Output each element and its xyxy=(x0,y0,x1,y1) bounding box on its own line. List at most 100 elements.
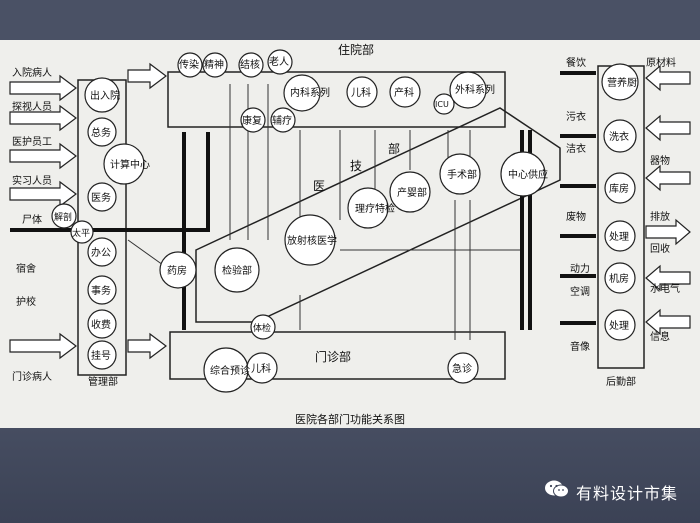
label-水电气: 水电气 xyxy=(650,282,680,295)
unit-circle xyxy=(70,220,94,244)
label-音像: 音像 xyxy=(570,340,590,353)
unit-circle xyxy=(250,314,276,340)
label-库房: 库房 xyxy=(609,182,629,195)
label-产婴部: 产婴部 xyxy=(397,186,427,199)
label-机房: 机房 xyxy=(609,272,629,285)
label-结核: 结核 xyxy=(240,58,260,71)
unit-circle xyxy=(604,309,636,341)
label-综合预诊: 综合预诊 xyxy=(210,364,250,377)
right-arrows xyxy=(645,64,691,336)
label-理疗特检: 理疗特检 xyxy=(355,202,395,215)
medtech-char-1: 部 xyxy=(388,141,400,156)
inpatient-title: 住院部 xyxy=(338,42,374,57)
label-手术部: 手术部 xyxy=(447,168,477,181)
hospital-relationship-diagram: 住院部 门诊部 部 技 医 管理部 后勤部 xyxy=(9,42,691,426)
label-收费: 收费 xyxy=(91,318,111,331)
label-老人: 老人 xyxy=(269,55,289,68)
label-动力: 动力 xyxy=(570,262,590,275)
wechat-icon xyxy=(545,480,569,498)
label-出入院: 出入院 xyxy=(90,89,120,102)
outpatient-title: 门诊部 xyxy=(315,349,351,364)
label-污衣: 污衣 xyxy=(566,110,586,123)
unit-circle xyxy=(240,107,266,133)
label-门诊病人: 门诊病人 xyxy=(12,370,52,383)
label-儿科: 儿科 xyxy=(351,86,371,99)
label-解剖: 解剖 xyxy=(54,211,72,223)
label-中心供应: 中心供应 xyxy=(508,168,548,181)
label-原材料: 原材料 xyxy=(646,56,676,69)
outpatient-box xyxy=(169,331,506,380)
unit-circle xyxy=(284,214,336,266)
unit-circle xyxy=(449,71,487,109)
label-放射核医学: 放射核医学 xyxy=(287,234,337,247)
label-废物: 废物 xyxy=(566,210,586,223)
diagram-scan: 住院部 门诊部 部 技 医 管理部 后勤部 xyxy=(0,40,700,428)
label-产科: 产科 xyxy=(394,86,414,99)
unit-circle xyxy=(604,172,636,204)
label-探视人员: 探视人员 xyxy=(12,100,52,113)
unit-circle xyxy=(87,309,117,339)
unit-circle xyxy=(84,77,120,113)
unit-circle xyxy=(389,171,431,213)
slide-bottom-band xyxy=(0,428,700,523)
unit-circle xyxy=(87,340,117,370)
unit-circle xyxy=(604,220,636,252)
medtech-char-3: 医 xyxy=(313,179,325,193)
inpatient-box xyxy=(167,71,506,128)
unit-circle xyxy=(267,49,293,75)
label-处理-2: 处理 xyxy=(609,320,629,332)
label-尸体: 尸体 xyxy=(22,214,42,226)
unit-circle xyxy=(87,275,117,305)
unit-circle xyxy=(159,251,197,289)
label-事务: 事务 xyxy=(91,284,111,297)
label-处理-1: 处理 xyxy=(609,231,629,243)
unit-circle xyxy=(270,107,296,133)
label-医护员工: 医护员工 xyxy=(12,135,52,148)
unit-circle xyxy=(604,262,636,294)
unit-circle xyxy=(347,187,389,229)
unit-circle xyxy=(103,143,145,185)
label-检验部: 检验部 xyxy=(222,264,252,277)
label-营养厨: 营养厨 xyxy=(607,76,637,89)
label-传染: 传染 xyxy=(179,58,199,71)
label-挂号: 挂号 xyxy=(91,349,111,362)
label-入院病人: 入院病人 xyxy=(12,66,52,79)
label-餐饮: 餐饮 xyxy=(566,56,586,69)
label-办公: 办公 xyxy=(91,246,111,259)
label-门诊儿科: 儿科 xyxy=(251,362,271,375)
slide-top-band xyxy=(0,0,700,40)
thin-connectors xyxy=(127,84,520,340)
label-药房: 药房 xyxy=(167,264,187,277)
unit-circle xyxy=(439,153,481,195)
label-急诊: 急诊 xyxy=(452,362,472,375)
unit-circle xyxy=(500,151,546,197)
unit-circle xyxy=(87,182,117,212)
label-洁衣: 洁衣 xyxy=(566,142,586,155)
label-体检: 体检 xyxy=(253,322,271,334)
label-计算中心: 计算中心 xyxy=(110,158,150,171)
label-护校: 护校 xyxy=(16,295,36,308)
label-实习人员: 实习人员 xyxy=(12,174,52,187)
unit-circle xyxy=(346,76,378,108)
unit-circle xyxy=(87,117,117,147)
label-器物: 器物 xyxy=(650,154,670,167)
diagram-caption: 医院各部门功能关系图 xyxy=(295,412,405,426)
management-title: 管理部 xyxy=(88,375,118,388)
label-医务: 医务 xyxy=(91,191,111,204)
unit-circle xyxy=(447,352,479,384)
label-空调: 空调 xyxy=(570,285,590,298)
unit-circle xyxy=(433,93,455,115)
unit-circle xyxy=(246,352,278,384)
unit-circle xyxy=(283,74,321,112)
unit-circle xyxy=(51,203,77,229)
unit-circle xyxy=(601,63,639,101)
label-排放: 排放 xyxy=(650,210,670,223)
logistics-title: 后勤部 xyxy=(606,375,636,388)
label-总务: 总务 xyxy=(91,126,111,139)
left-input-arrows xyxy=(9,62,167,360)
label-回收: 回收 xyxy=(650,242,670,255)
label-辅疗: 辅疗 xyxy=(272,114,292,127)
label-洗衣: 洗衣 xyxy=(609,130,629,143)
unit-circle xyxy=(603,119,637,153)
unit-circle xyxy=(238,52,264,78)
